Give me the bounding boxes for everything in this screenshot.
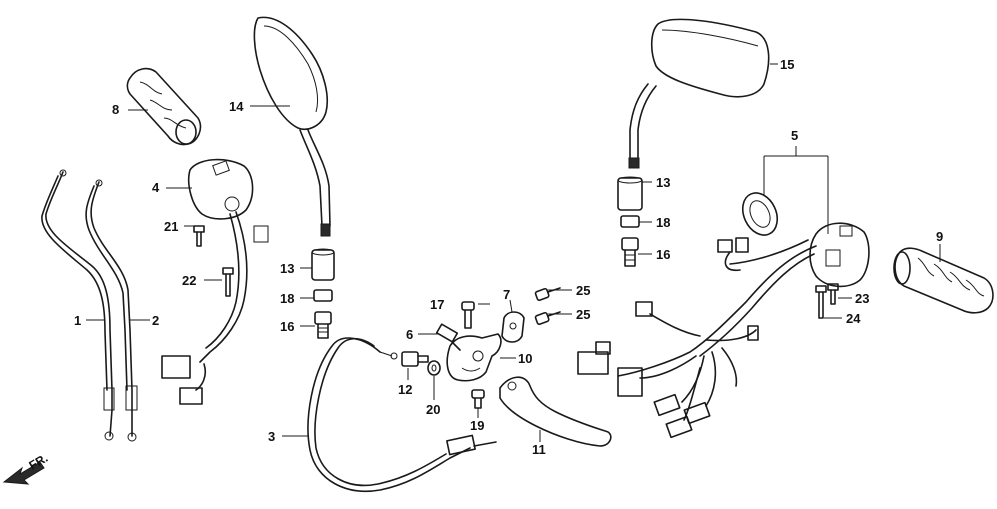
nut-18-left[interactable] — [313, 289, 333, 302]
screw-24[interactable] — [815, 285, 827, 319]
label-3: 3 — [268, 429, 275, 444]
label-11: 11 — [532, 442, 546, 457]
label-2: 2 — [152, 313, 159, 328]
bolt-16-right[interactable] — [621, 237, 639, 267]
lever-bracket-10[interactable] — [446, 333, 502, 382]
part-labels: 8 4 21 22 1 2 3 14 13 18 16 17 6 7 25 25… — [74, 57, 943, 457]
label-13-left: 13 — [280, 261, 294, 276]
label-14: 14 — [229, 99, 244, 114]
front-direction-indicator: FR. — [2, 451, 50, 485]
label-24: 24 — [846, 311, 861, 326]
mirror-adaptor-13-left[interactable] — [311, 248, 335, 281]
throttle-grip-8[interactable] — [126, 67, 202, 146]
clutch-lever-11[interactable] — [499, 376, 612, 447]
label-13-right: 13 — [656, 175, 670, 190]
left-mirror-14[interactable] — [253, 16, 331, 237]
label-21: 21 — [164, 219, 178, 234]
bolt-12[interactable] — [401, 351, 429, 367]
label-9: 9 — [936, 229, 943, 244]
label-18-left: 18 — [280, 291, 294, 306]
label-19: 19 — [470, 418, 484, 433]
label-1: 1 — [74, 313, 81, 328]
nut-18-right[interactable] — [620, 215, 640, 228]
label-23: 23 — [855, 291, 869, 306]
label-16-left: 16 — [280, 319, 294, 334]
throttle-cable-2[interactable] — [85, 179, 138, 442]
label-8: 8 — [112, 102, 119, 117]
throttle-cable-1[interactable] — [41, 169, 115, 441]
right-handlebar-switch-5[interactable] — [577, 187, 870, 439]
clutch-cable-3[interactable] — [307, 337, 497, 492]
label-17: 17 — [430, 297, 444, 312]
front-arrow-icon — [2, 461, 45, 485]
label-20: 20 — [426, 402, 440, 417]
left-handlebar-switch-4[interactable] — [161, 158, 269, 405]
label-12: 12 — [398, 382, 412, 397]
label-6: 6 — [406, 327, 413, 342]
screw-23[interactable] — [827, 283, 839, 305]
bolt-17[interactable] — [461, 301, 475, 329]
screw-21[interactable] — [193, 225, 205, 247]
handlebar-grip-9[interactable] — [893, 247, 994, 314]
label-5: 5 — [791, 128, 798, 143]
screw-19[interactable] — [471, 389, 485, 409]
label-16-right: 16 — [656, 247, 670, 262]
label-10: 10 — [518, 351, 532, 366]
right-mirror-15[interactable] — [628, 18, 770, 169]
mirror-adaptor-13-right[interactable] — [617, 176, 643, 211]
bracket-7[interactable] — [501, 311, 525, 343]
label-22: 22 — [182, 273, 196, 288]
leader-lines — [86, 63, 941, 442]
washer-20[interactable] — [427, 360, 441, 376]
label-25-lower: 25 — [576, 307, 590, 322]
bolt-16-left[interactable] — [314, 311, 332, 339]
label-7: 7 — [503, 287, 510, 302]
screw-22[interactable] — [222, 267, 234, 297]
switch-6[interactable] — [435, 323, 461, 351]
label-15: 15 — [780, 57, 794, 72]
label-18-right: 18 — [656, 215, 670, 230]
label-4: 4 — [152, 180, 160, 195]
label-25-upper: 25 — [576, 283, 590, 298]
